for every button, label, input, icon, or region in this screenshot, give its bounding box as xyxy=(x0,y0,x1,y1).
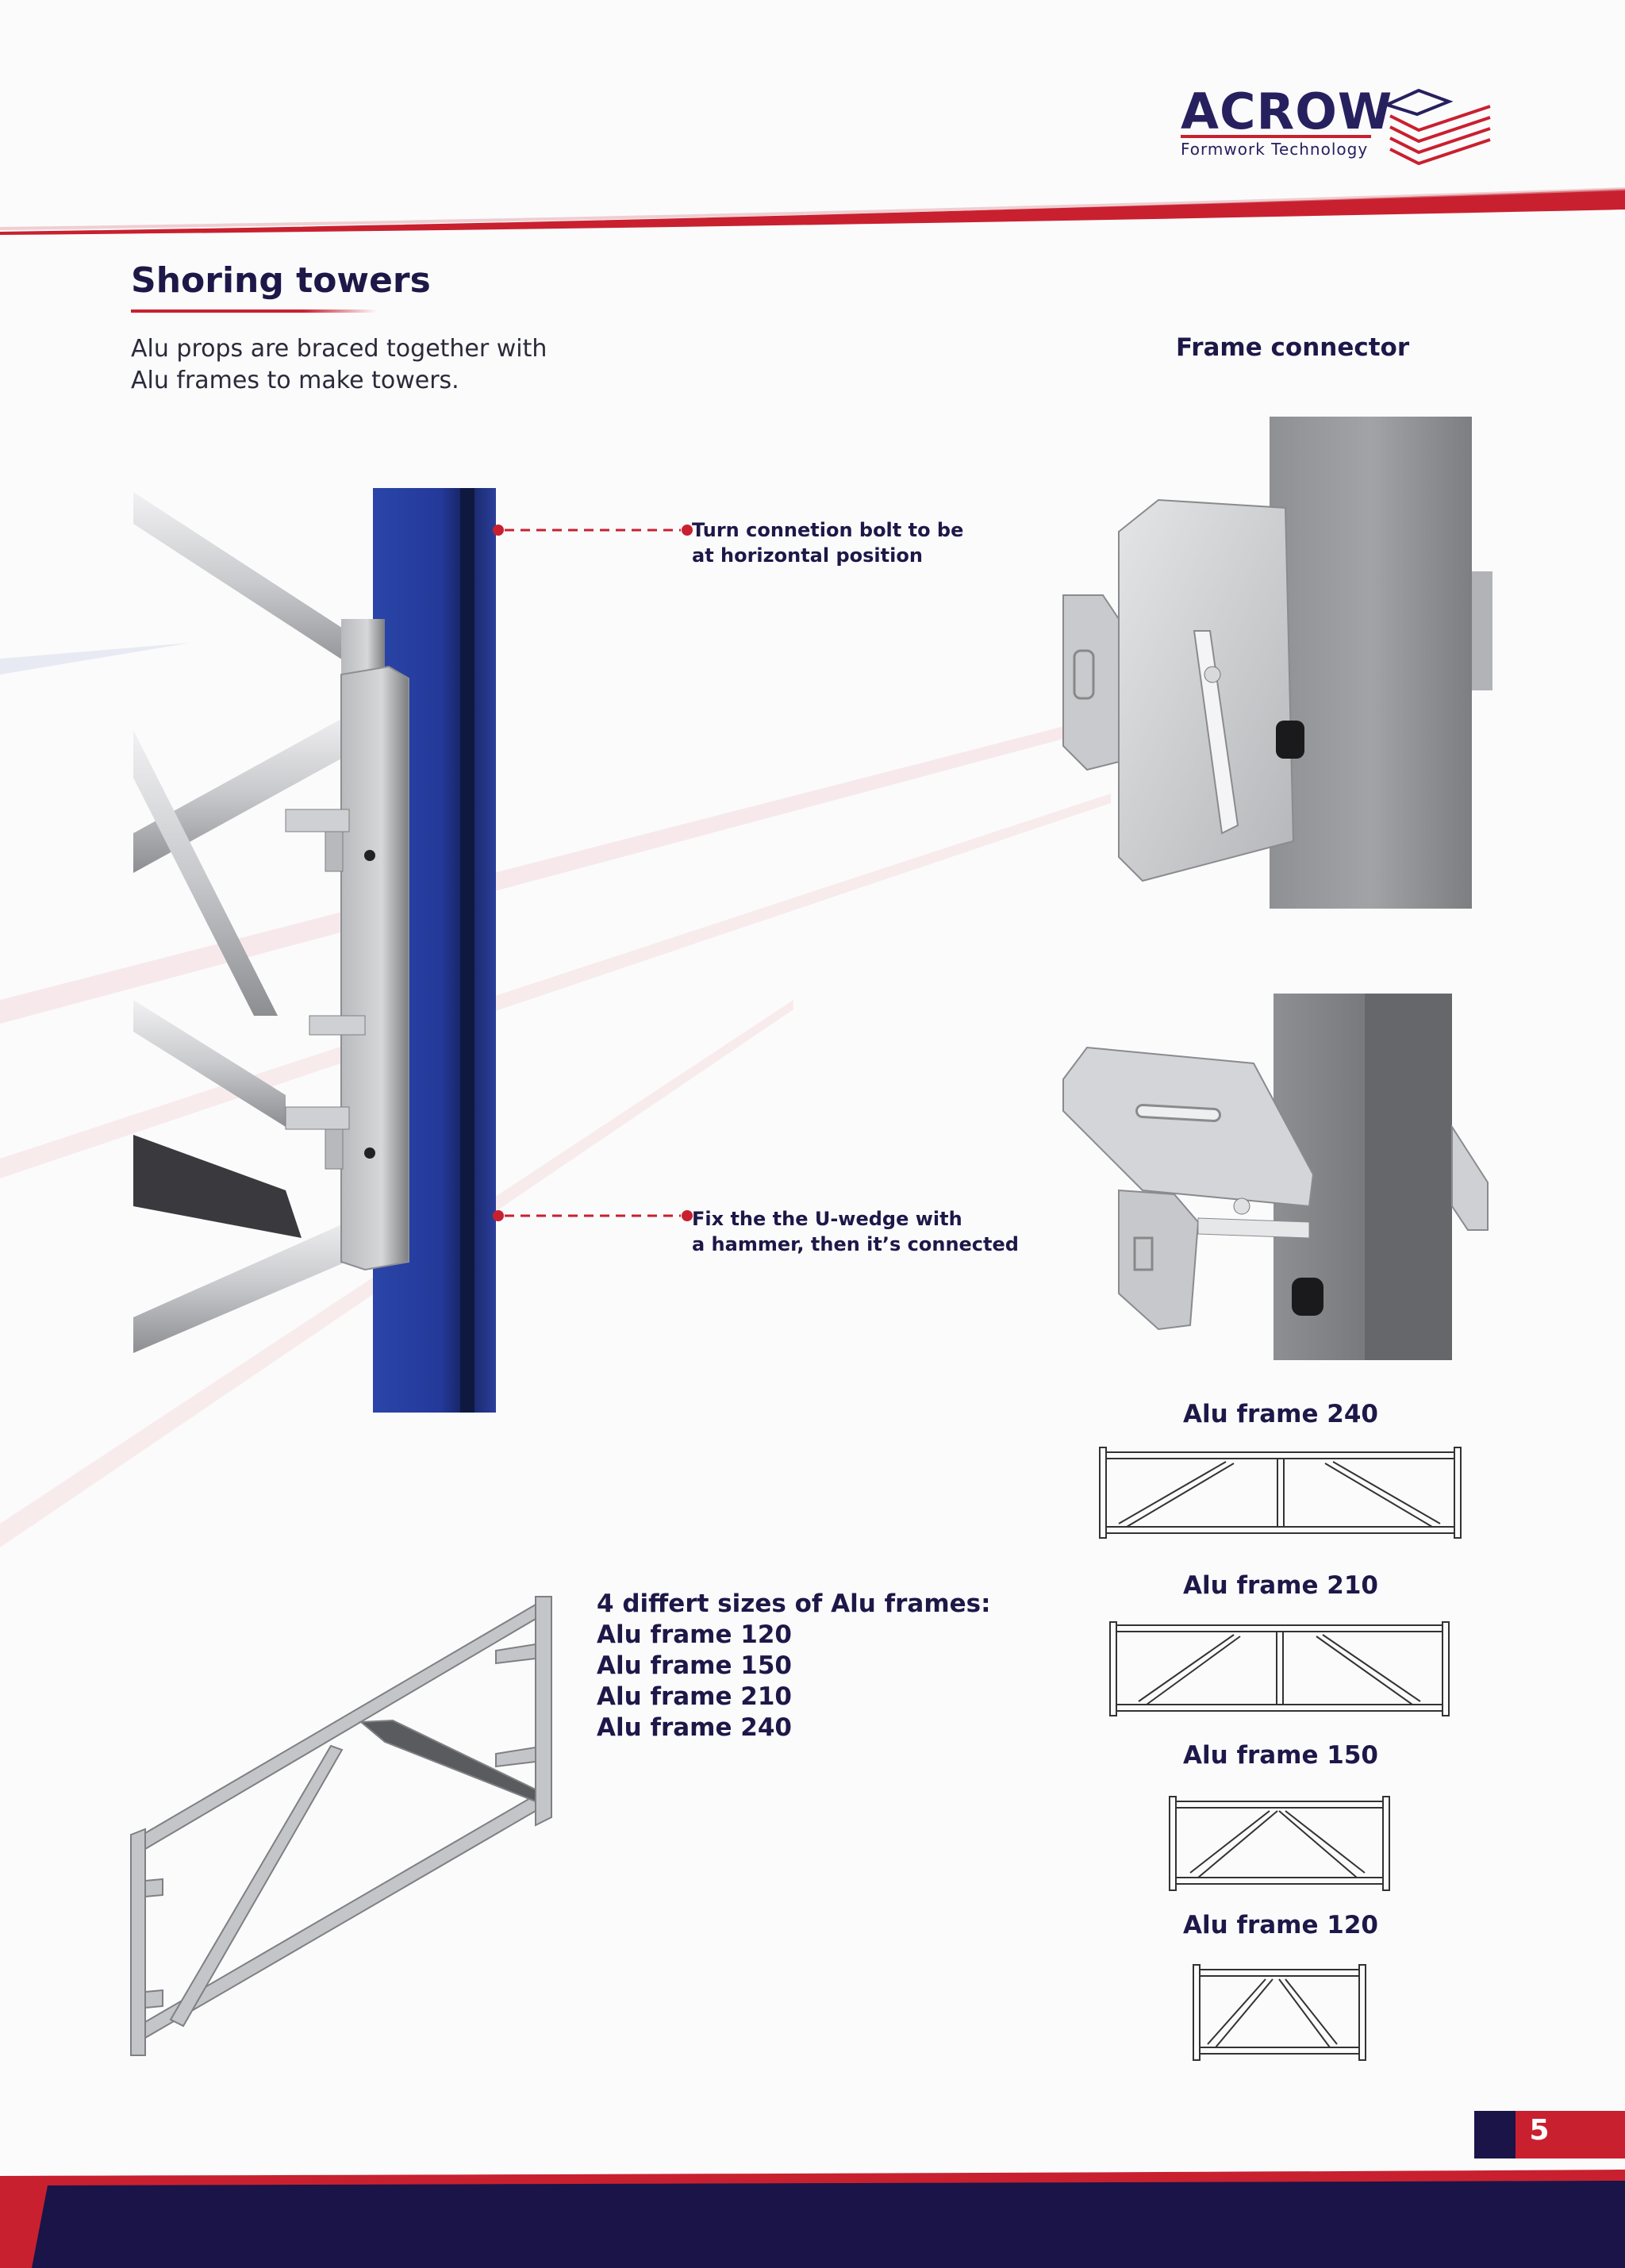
header-swoosh xyxy=(0,187,1625,235)
title-underline xyxy=(131,309,377,313)
alu-frame-illustration xyxy=(130,1596,552,2056)
tower-connection-illustration xyxy=(133,488,496,1413)
callout-line: at horizontal position xyxy=(692,544,923,567)
logo-rule xyxy=(1181,135,1371,138)
frame-diagram-210 xyxy=(1109,1621,1450,1716)
callout-line: Fix the the U-wedge with xyxy=(692,1208,962,1230)
frame-size-item: Alu frame 120 xyxy=(597,1620,793,1649)
callout-bolt: Turn connetion bolt to be at horizontal … xyxy=(692,517,963,568)
frame-size-item: Alu frame 210 xyxy=(597,1682,793,1711)
frame-diagram-120 xyxy=(1193,1964,1366,2061)
intro-text: Alu props are braced together with Alu f… xyxy=(131,333,575,397)
footer-band xyxy=(0,2170,1625,2268)
page-number: 5 xyxy=(1529,2114,1550,2147)
frame-diagram-150 xyxy=(1169,1796,1390,1891)
frame-diagram-label: Alu frame 240 xyxy=(1182,1400,1378,1428)
callout-line: a hammer, then it’s connected xyxy=(692,1233,1019,1255)
frame-connector-detail-top xyxy=(1062,417,1492,909)
frame-connector-heading: Frame connector xyxy=(1176,333,1410,362)
frame-diagram-label: Alu frame 150 xyxy=(1182,1741,1378,1770)
intro-line: Alu props are braced together with xyxy=(131,335,547,363)
logo-chevron-icon xyxy=(1387,89,1491,165)
frame-diagram-label: Alu frame 120 xyxy=(1182,1911,1378,1939)
page-number-accent xyxy=(1474,2111,1516,2158)
intro-line: Alu frames to make towers. xyxy=(131,367,459,394)
callout-leader-wedge xyxy=(493,1210,693,1221)
frame-size-item: Alu frame 240 xyxy=(597,1713,793,1742)
frame-size-item: Alu frame 150 xyxy=(597,1651,793,1680)
logo-tagline: Formwork Technology xyxy=(1181,140,1369,159)
callout-wedge: Fix the the U-wedge with a hammer, then … xyxy=(692,1206,1019,1257)
frame-sizes-list: 4 differt sizes of Alu frames: Alu frame… xyxy=(597,1589,991,1743)
logo-wordmark: ACROW xyxy=(1181,83,1393,140)
callout-leader-bolt xyxy=(493,525,693,536)
callout-line: Turn connetion bolt to be xyxy=(692,519,964,541)
frame-sizes-heading: 4 differt sizes of Alu frames: xyxy=(597,1590,991,1618)
frame-connector-detail-bottom xyxy=(1062,994,1489,1360)
frame-diagram-240 xyxy=(1099,1447,1462,1539)
page-title: Shoring towers xyxy=(131,260,431,301)
frame-diagram-label: Alu frame 210 xyxy=(1182,1571,1378,1600)
